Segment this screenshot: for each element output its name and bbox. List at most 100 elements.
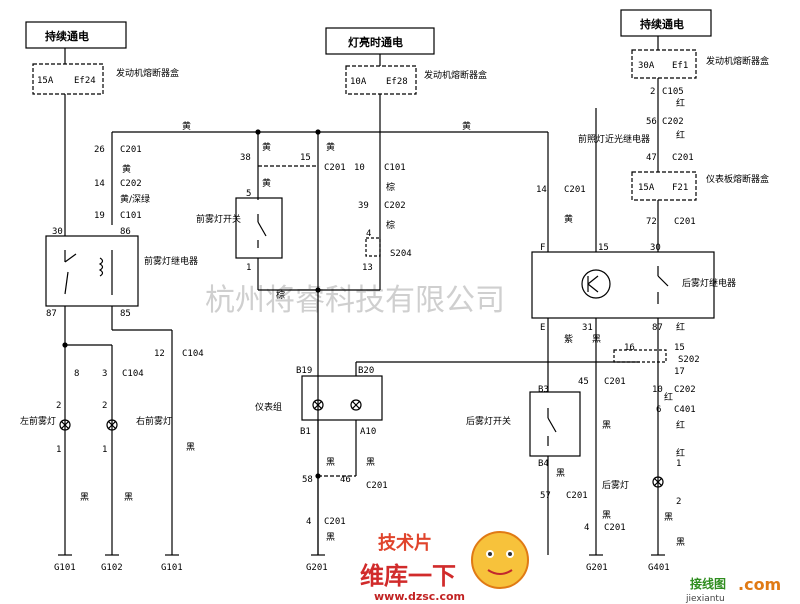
wire-color: 黑	[602, 420, 611, 431]
connector-label: C201	[564, 185, 586, 195]
ground-label: G101	[161, 563, 183, 573]
pin-label: 3	[102, 369, 107, 379]
pin-label: B20	[358, 366, 374, 376]
pin-label: 1	[676, 459, 681, 469]
wire-color: 黄	[262, 177, 271, 189]
wire-color: 棕	[276, 289, 285, 301]
wire-color: 黄/深绿	[120, 193, 150, 205]
pin-label: 87	[652, 323, 663, 333]
pin-label: 39	[358, 201, 369, 211]
supply-box-right	[620, 9, 712, 37]
connector-label: C201	[566, 491, 588, 501]
wire-color: 黑	[326, 457, 335, 468]
pin-label: 86	[120, 227, 131, 237]
front-fog-switch-label: 前雾灯开关	[196, 213, 241, 225]
ground-label: G101	[54, 563, 76, 573]
left-fog-lamp-label: 左前雾灯	[20, 415, 56, 427]
site-logo: 技术片 维库一下 www.dzsc.com 接线图 .com jiexiantu	[360, 531, 781, 604]
wire-color: 黄	[182, 120, 191, 132]
fuse-id: F21	[672, 183, 688, 193]
pin-label: 2	[102, 401, 107, 411]
pin-label: 30	[52, 227, 63, 237]
low-beam-relay-label: 前照灯近光继电器	[578, 133, 650, 145]
connector-label: C202	[120, 179, 142, 189]
connector-label: C104	[122, 369, 144, 379]
wire-color: 黑	[676, 537, 685, 548]
wire-color: 黄	[462, 120, 471, 132]
jx-url: jiexiantu	[685, 594, 725, 604]
wire-color: 黄	[326, 141, 335, 153]
pin-label: 10	[652, 385, 663, 395]
pin-label: 2	[650, 87, 655, 97]
pin-label: 72	[646, 217, 657, 227]
connector-label: C202	[674, 385, 696, 395]
fuse-id: Ef24	[74, 76, 96, 86]
wire-color: 黄	[122, 163, 131, 175]
pin-label: 4	[306, 517, 311, 527]
pin-label: 14	[94, 179, 105, 189]
rear-fog-relay-label: 后雾灯继电器	[682, 277, 736, 289]
relay-block	[531, 251, 715, 319]
connector-label: C201	[604, 377, 626, 387]
pin-label: 15	[598, 243, 609, 253]
logo-badge: 技术片	[378, 532, 432, 554]
wire-color: 红	[676, 321, 685, 333]
ground-label: G201	[306, 563, 328, 573]
ground-label: G401	[648, 563, 670, 573]
connector-label: C201	[366, 481, 388, 491]
pin-label: 6	[656, 405, 661, 415]
pin-label: 2	[56, 401, 61, 411]
wire-color: 黄	[564, 213, 573, 225]
pin-label: 15	[300, 153, 311, 163]
fuse-box-label: 仪表板熔断器盒	[706, 173, 769, 185]
pin-label: 57	[540, 491, 551, 501]
fuse-amp: 15A	[638, 183, 655, 193]
connector-label: C201	[604, 523, 626, 533]
pin-label: 4	[584, 523, 589, 533]
wire-color: 黄	[262, 141, 271, 153]
logo-text: 维库一下	[360, 562, 456, 590]
wire-color: 红	[676, 419, 685, 431]
right-fog-lamp-label: 右前雾灯	[136, 415, 172, 427]
supply-mid-label: 灯亮时通电	[348, 35, 403, 49]
connector-label: C202	[384, 201, 406, 211]
pin-label: 30	[650, 243, 661, 253]
connector-label: C105	[662, 87, 684, 97]
pin-label: B3	[538, 385, 549, 395]
ground-label: G102	[101, 563, 123, 573]
pin-label: 14	[536, 185, 547, 195]
pin-label: 85	[120, 309, 131, 319]
fuse-box-label: 发动机熔断器盒	[116, 67, 179, 79]
pin-label: 38	[240, 153, 251, 163]
connector-label: C201	[672, 153, 694, 163]
pin-label: 19	[94, 211, 105, 221]
pin-label: F	[540, 243, 545, 253]
wire-color: 黑	[556, 468, 565, 479]
pin-label: 8	[74, 369, 79, 379]
pin-label: 5	[246, 189, 251, 199]
wire-color: 黑	[602, 510, 611, 521]
front-fog-switch	[235, 197, 283, 259]
pin-label: 56	[646, 117, 657, 127]
pin-label: 58	[302, 475, 313, 485]
pin-label: B1	[300, 427, 311, 437]
wire-color: 红	[664, 391, 673, 403]
fuse-id: Ef28	[386, 77, 408, 87]
connector-label: S204	[390, 249, 412, 259]
connector-label: C104	[182, 349, 204, 359]
front-fog-relay-label: 前雾灯继电器	[144, 255, 198, 267]
logo-url: www.dzsc.com	[374, 590, 465, 603]
supply-right-label: 持续通电	[640, 17, 684, 31]
front-fog-relay	[45, 235, 139, 307]
pin-label: 1	[56, 445, 61, 455]
rear-fog-label: 后雾灯	[602, 480, 629, 491]
pin-label: 87	[46, 309, 57, 319]
pin-label: 10	[354, 163, 365, 173]
fuse-amp: 10A	[350, 77, 367, 87]
pin-label: 45	[578, 377, 589, 387]
wire-color: 棕	[386, 181, 395, 193]
wire-color: 红	[676, 97, 685, 109]
jx-logo: 接线图	[690, 576, 726, 591]
connector-label: C201	[324, 163, 346, 173]
